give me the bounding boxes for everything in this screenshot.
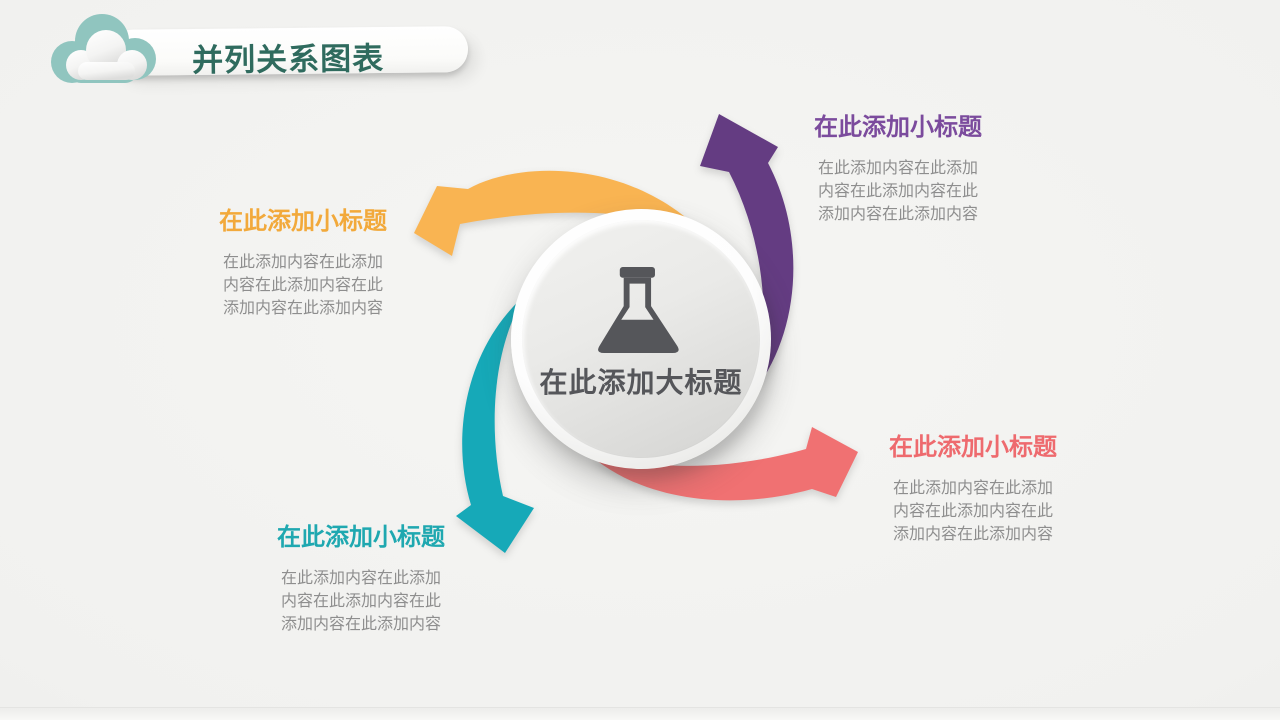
arrow-bottom-coral-icon xyxy=(590,427,858,501)
body-line: 在此添加内容在此添加 xyxy=(222,254,383,271)
body-line: 添加内容在此添加内容 xyxy=(892,526,1053,543)
body-line: 添加内容在此添加内容 xyxy=(222,300,383,317)
cloud-icon xyxy=(51,14,156,83)
block-top-right-body: 在此添加内容在此添加 内容在此添加内容在此 添加内容在此添加内容 xyxy=(798,157,998,226)
slide-header: 并列关系图表 xyxy=(0,0,520,110)
body-line: 添加内容在此添加内容 xyxy=(817,206,978,223)
flask-icon xyxy=(598,267,679,354)
block-bottom-left-body: 在此添加内容在此添加 内容在此添加内容在此 添加内容在此添加内容 xyxy=(261,567,461,636)
block-left: 在此添加小标题 在此添加内容在此添加 内容在此添加内容在此 添加内容在此添加内容 xyxy=(203,206,403,320)
block-left-body: 在此添加内容在此添加 内容在此添加内容在此 添加内容在此添加内容 xyxy=(203,251,403,320)
block-top-right-title: 在此添加小标题 xyxy=(814,114,982,141)
block-right-title: 在此添加小标题 xyxy=(889,434,1057,461)
body-line: 添加内容在此添加内容 xyxy=(280,616,441,633)
block-top-right: 在此添加小标题 在此添加内容在此添加 内容在此添加内容在此 添加内容在此添加内容 xyxy=(798,112,998,226)
block-left-title: 在此添加小标题 xyxy=(219,208,387,235)
arrow-top-yellow-icon xyxy=(414,170,700,256)
center-title: 在此添加大标题 xyxy=(539,367,743,398)
arrow-right-purple-icon xyxy=(700,114,794,390)
body-line: 内容在此添加内容在此 xyxy=(892,503,1053,520)
body-line: 在此添加内容在此添加 xyxy=(280,570,441,587)
arrow-left-teal-icon xyxy=(456,295,534,553)
block-bottom-left-title: 在此添加小标题 xyxy=(277,524,445,551)
body-line: 在此添加内容在此添加 xyxy=(892,480,1053,497)
block-right: 在此添加小标题 在此添加内容在此添加 内容在此添加内容在此 添加内容在此添加内容 xyxy=(873,432,1073,546)
body-line: 在此添加内容在此添加 xyxy=(817,160,978,177)
page-title: 并列关系图表 xyxy=(191,41,385,79)
body-line: 内容在此添加内容在此 xyxy=(280,593,441,610)
body-line: 内容在此添加内容在此 xyxy=(817,183,978,200)
bottom-strip xyxy=(0,707,1280,720)
center-circle-face: 在此添加大标题 xyxy=(522,220,760,458)
center-circle: 在此添加大标题 xyxy=(511,209,771,469)
body-line: 内容在此添加内容在此 xyxy=(222,277,383,294)
block-right-body: 在此添加内容在此添加 内容在此添加内容在此 添加内容在此添加内容 xyxy=(873,477,1073,546)
block-bottom-left: 在此添加小标题 在此添加内容在此添加 内容在此添加内容在此 添加内容在此添加内容 xyxy=(261,522,461,636)
